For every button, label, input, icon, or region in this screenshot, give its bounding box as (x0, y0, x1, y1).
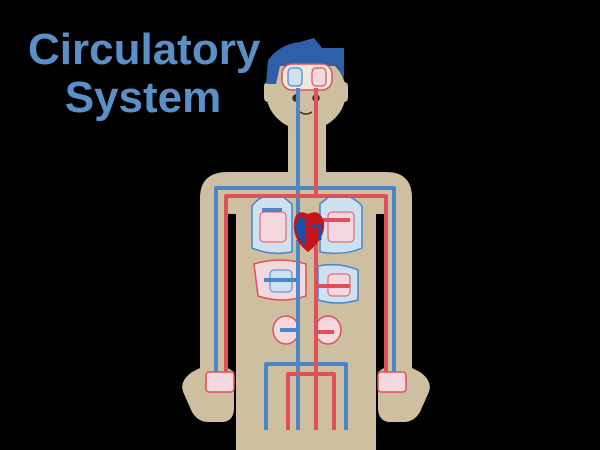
arteries (224, 88, 388, 430)
title-line-2: System (64, 73, 222, 122)
hand-capillaries (205, 371, 407, 393)
brain (281, 63, 333, 91)
heart (293, 212, 325, 252)
hair (266, 38, 344, 84)
diagram-title: Circulatory System (28, 25, 261, 122)
title-line-1: Circulatory (28, 25, 261, 74)
